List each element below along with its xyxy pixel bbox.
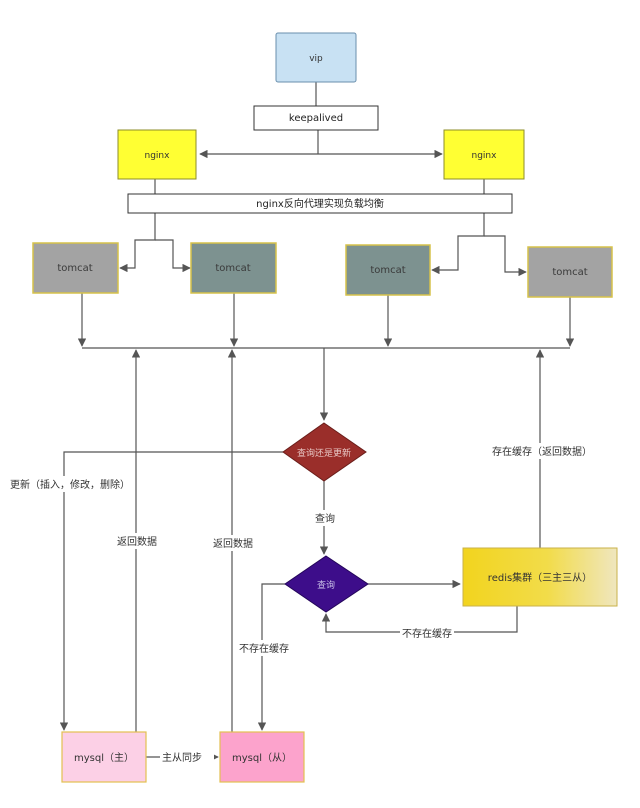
edge-proxy-tomcat2: [155, 239, 191, 273]
edge-proxy-tomcat3: [431, 213, 485, 275]
tomcat-2-label: tomcat: [215, 263, 250, 274]
tomcat-1-node: tomcat: [32, 242, 119, 294]
mysql-slave-node: mysql（从）: [219, 731, 305, 783]
keepalived-label: keepalived: [289, 113, 343, 124]
redis-node: redis集群（三主三从）: [462, 547, 618, 607]
edge-update-mysql-master: [59, 451, 283, 731]
mysql-master-label: mysql（主）: [74, 752, 134, 764]
update-label: 更新（插入，修改，删除）: [10, 478, 130, 491]
tomcat-3-node: tomcat: [345, 244, 431, 296]
edge-query-mysql-slave: [257, 583, 285, 731]
not-cached-label-left: 不存在缓存: [239, 642, 289, 655]
sync-label: 主从同步: [162, 752, 202, 764]
edge-labels: 更新（插入，修改，删除） 返回数据 返回数据 查询 不存在缓存 不存在缓存 存在…: [8, 443, 592, 764]
decision-query-label: 查询: [317, 579, 335, 591]
nginx-right-node: nginx: [443, 129, 525, 180]
cached-return-label: 存在缓存（返回数据）: [492, 445, 592, 458]
decision-main-label: 查询还是更新: [297, 447, 351, 459]
edge-proxy-tomcat4: [484, 235, 527, 277]
mysql-slave-label: mysql（从）: [232, 752, 292, 764]
vip-node: vip: [275, 32, 357, 83]
query-label: 查询: [315, 512, 335, 525]
decision-main-node: 查询还是更新: [282, 422, 367, 482]
tomcat-3-label: tomcat: [370, 265, 405, 276]
redis-label: redis集群（三主三从）: [488, 571, 592, 584]
tomcat-4-node: tomcat: [527, 246, 613, 298]
nginx-left-node: nginx: [117, 129, 197, 180]
tomcat-2-node: tomcat: [190, 242, 277, 294]
connectors: [59, 82, 575, 762]
mysql-master-node: mysql（主）: [61, 731, 147, 783]
nginx-left-label: nginx: [145, 151, 171, 161]
decision-query-node: 查询: [284, 555, 369, 613]
proxy-bar-node: nginx反向代理实现负载均衡: [127, 193, 513, 214]
tomcat-4-label: tomcat: [552, 267, 587, 278]
keepalived-node: keepalived: [253, 105, 379, 131]
nginx-right-label: nginx: [472, 151, 498, 161]
tomcat-1-label: tomcat: [57, 263, 92, 274]
edge-proxy-tomcat1: [119, 213, 156, 273]
return-data-label-left: 返回数据: [117, 535, 157, 548]
vip-label: vip: [309, 54, 323, 64]
proxy-bar-label: nginx反向代理实现负载均衡: [256, 197, 384, 210]
return-data-label-right: 返回数据: [213, 537, 253, 550]
not-cached-label-bottom: 不存在缓存: [402, 627, 452, 640]
